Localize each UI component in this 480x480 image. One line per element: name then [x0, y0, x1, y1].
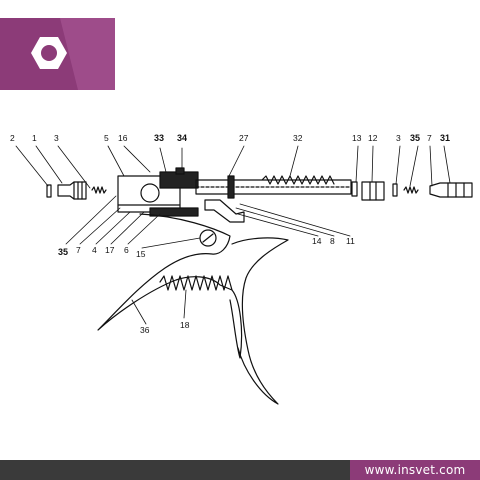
part-label-1: 1: [32, 133, 37, 143]
part-ball: [140, 183, 160, 203]
brand-logo-tile: [0, 18, 115, 90]
part-label-3b: 3: [396, 133, 401, 143]
part-label-3: 3: [54, 133, 59, 143]
part-label-13: 13: [352, 133, 362, 143]
part-label-15: 15: [136, 249, 146, 259]
part-spring-35: [91, 186, 107, 194]
part-spring-35b: [403, 186, 419, 194]
part-label-5: 5: [104, 133, 109, 143]
part-spring-32: [261, 175, 335, 185]
part-fitting-12: [361, 181, 385, 201]
part-label-34: 34: [177, 133, 187, 143]
part-ring-3: [392, 183, 398, 197]
part-label-32: 32: [293, 133, 303, 143]
part-body-5: [117, 175, 181, 213]
part-label-4: 4: [92, 245, 97, 255]
part-label-7: 7: [76, 245, 81, 255]
grip-trigger-handle: [231, 237, 289, 405]
part-fitting-1: [57, 181, 87, 200]
part-label-33: 33: [154, 133, 164, 143]
part-label-11: 11: [346, 236, 355, 246]
part-trigger-8: [204, 199, 245, 223]
part-label-31: 31: [440, 133, 450, 143]
website-link[interactable]: www.insvet.com: [350, 460, 480, 480]
part-label-16: 16: [118, 133, 128, 143]
part-label-8: 8: [330, 236, 335, 246]
part-label-17: 17: [105, 245, 115, 255]
part-label-36: 36: [140, 325, 150, 335]
grip-handle-36: [97, 213, 243, 359]
hex-nut-icon: [31, 18, 115, 90]
part-label-35: 35: [58, 247, 68, 257]
part-label-35b: 35: [410, 133, 420, 143]
part-label-7b: 7: [427, 133, 432, 143]
part-label-14: 14: [312, 236, 322, 246]
exploded-parts-diagram: 2 1 3 5 16 33 34 27 32 13 12 3 35 7 31 3…: [10, 133, 473, 405]
part-label-12: 12: [368, 133, 378, 143]
part-ring-2: [46, 184, 52, 198]
part-label-18: 18: [180, 320, 190, 330]
part-label-6: 6: [124, 245, 129, 255]
part-lever-17: [149, 207, 199, 217]
return-spring-18: [159, 275, 233, 291]
part-nozzle-31: [429, 182, 473, 198]
part-ring-13: [351, 181, 358, 197]
part-label-27: 27: [239, 133, 249, 143]
footer-bar: www.insvet.com: [0, 460, 480, 480]
part-label-2: 2: [10, 133, 15, 143]
